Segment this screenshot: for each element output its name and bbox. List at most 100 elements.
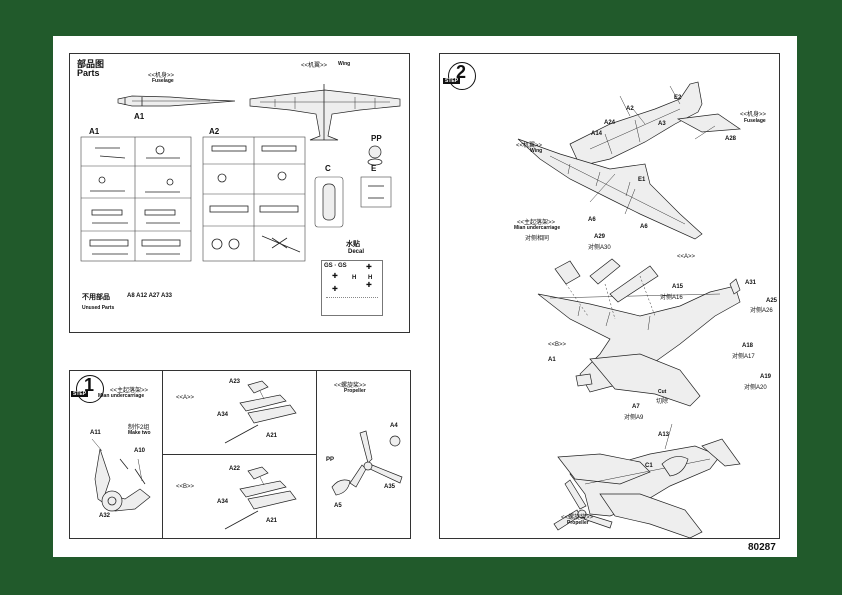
decal-small-markings	[326, 297, 378, 312]
fuselage-label-cn: <<机身>>	[148, 73, 175, 79]
step2-opposite-same: 对侧相同	[525, 236, 550, 242]
step1-a4: A4	[390, 423, 398, 429]
step2-e1: E1	[638, 177, 646, 183]
step2-sub-a: <<A>>	[677, 254, 696, 260]
step2-a6-right: A6	[640, 224, 648, 230]
step2-a24: A24	[604, 120, 616, 126]
step1-a5: A5	[334, 503, 342, 509]
step2-a29: A29	[594, 234, 606, 240]
step2-a30: 对侧A30	[588, 245, 611, 251]
step2-c1: C1	[645, 463, 653, 469]
part-c-drawing	[314, 176, 344, 228]
part-e-drawing	[360, 176, 392, 208]
step1-number: 1	[84, 375, 95, 395]
step1-a21-top: A21	[266, 433, 278, 439]
step1-a34-bottom: A34	[217, 499, 229, 505]
step1-pp: PP	[326, 457, 335, 463]
decal-sheet: GS · GS ✚ ✚ ✚ ✚ H H	[321, 260, 383, 316]
decal-h1: H	[352, 275, 357, 281]
step1-word: STEP	[71, 391, 89, 397]
step2-a9: 对侧A9	[624, 415, 644, 421]
part-pp-label: PP	[371, 134, 382, 143]
step2-cut-en: Cut	[658, 389, 667, 395]
step2-a6-left: A6	[588, 217, 596, 223]
part-e-label: E	[371, 164, 377, 173]
step2-cut-cn: 切除	[656, 399, 669, 405]
step2-a3: A3	[658, 121, 666, 127]
step1-make-cn: 制作2组	[128, 425, 150, 431]
step2-wing-en: Wing	[530, 148, 543, 154]
step1-a21-bottom: A21	[266, 518, 278, 524]
step1-prop-cn: <<螺旋桨>>	[334, 383, 367, 389]
decal-label-cn: 水贴	[346, 241, 360, 248]
step2-sub-b: <<B>>	[548, 342, 567, 348]
step2-a18: A18	[742, 343, 754, 349]
unused-list: A8 A12 A27 A33	[127, 293, 173, 299]
step2-fuselage-en: Fuselage	[744, 118, 766, 124]
step2-gear-cn: <<主起落架>>	[517, 220, 556, 226]
step1-divider-mid	[162, 454, 316, 455]
decal-cross-1: ✚	[332, 273, 338, 280]
step1-make-en: Make two	[128, 430, 151, 436]
step1-a23: A23	[229, 379, 241, 385]
step2-fuselage-cn: <<机身>>	[740, 112, 767, 118]
step2-a1: A1	[548, 357, 556, 363]
part-c-label: C	[325, 164, 331, 173]
step2-a31: A31	[745, 280, 757, 286]
parts-panel: 部品图 Parts <<机身>> Fuselage <<机翼>> Wing A1…	[69, 53, 410, 333]
step2-e2: E2	[674, 95, 682, 101]
step1-sub-a: <<A>>	[176, 395, 195, 401]
decal-cross-2: ✚	[366, 264, 372, 271]
step1-divider-right	[316, 371, 317, 538]
step2-number: 2	[456, 62, 467, 82]
sprue-a2-drawing	[202, 136, 306, 262]
step2-a25: A25	[766, 298, 778, 304]
part-a1-main-label: A1	[134, 112, 145, 121]
step2-panel: 2 STEP	[439, 53, 780, 539]
step2-a26: 对侧A26	[750, 308, 773, 314]
step1-gear-cn: <<主起落架>>	[110, 388, 149, 394]
fuselage-label-en: Fuselage	[152, 78, 174, 84]
propeller-drawing	[331, 430, 403, 496]
sprue-a1-label: A1	[89, 127, 100, 136]
step2-fuselage-wing-drawing	[517, 81, 742, 539]
sub-a-drawing	[224, 380, 297, 444]
step2-gear-en: Mian undercarriage	[514, 225, 561, 231]
step2-a28: A28	[725, 136, 737, 142]
step2-a2: A2	[626, 106, 634, 112]
step1-a10: A10	[134, 448, 146, 454]
step2-a7: A7	[632, 404, 640, 410]
sub-b-drawing	[224, 466, 297, 530]
step2-badge: 2 STEP	[443, 62, 476, 90]
unused-label-cn: 不用部品	[82, 294, 110, 301]
wing-label-en: Wing	[338, 61, 351, 67]
sprue-a2-label: A2	[209, 127, 220, 136]
decal-cross-3: ✚	[332, 286, 338, 293]
step2-a19: A19	[760, 374, 772, 380]
step2-a14: A14	[591, 131, 603, 137]
step1-prop-en: Propeller	[344, 388, 366, 394]
step2-a20: 对侧A20	[744, 385, 767, 391]
step1-a34-top: A34	[217, 412, 229, 418]
step2-a17: 对侧A17	[732, 354, 755, 360]
wing-label-cn: <<机翼>>	[301, 63, 328, 69]
step1-sub-b: <<B>>	[176, 484, 195, 490]
parts-title-en: Parts	[77, 68, 100, 78]
sprue-a1-drawing	[80, 136, 192, 262]
step1-a11: A11	[90, 430, 101, 436]
step1-a22: A22	[229, 466, 241, 472]
decal-cross-4: ✚	[366, 282, 372, 289]
product-code: 80287	[748, 542, 776, 553]
parts-title-cn: 部品图	[77, 59, 105, 69]
step2-prop-en: Propeller	[567, 520, 589, 526]
part-pp-drawing	[367, 145, 383, 166]
decal-code: GS · GS	[324, 263, 347, 269]
step2-a16: 对侧A16	[660, 295, 683, 301]
step2-a15: A15	[672, 284, 684, 290]
step1-a32: A32	[99, 513, 111, 519]
step1-a35: A35	[384, 484, 396, 490]
step1-gear-en: Mian undercarriage	[98, 393, 145, 399]
step2-prop-cn: <<螺旋桨>>	[561, 515, 594, 521]
unused-label-en: Unused Parts	[82, 305, 115, 311]
step2-a13: A13	[658, 432, 670, 438]
